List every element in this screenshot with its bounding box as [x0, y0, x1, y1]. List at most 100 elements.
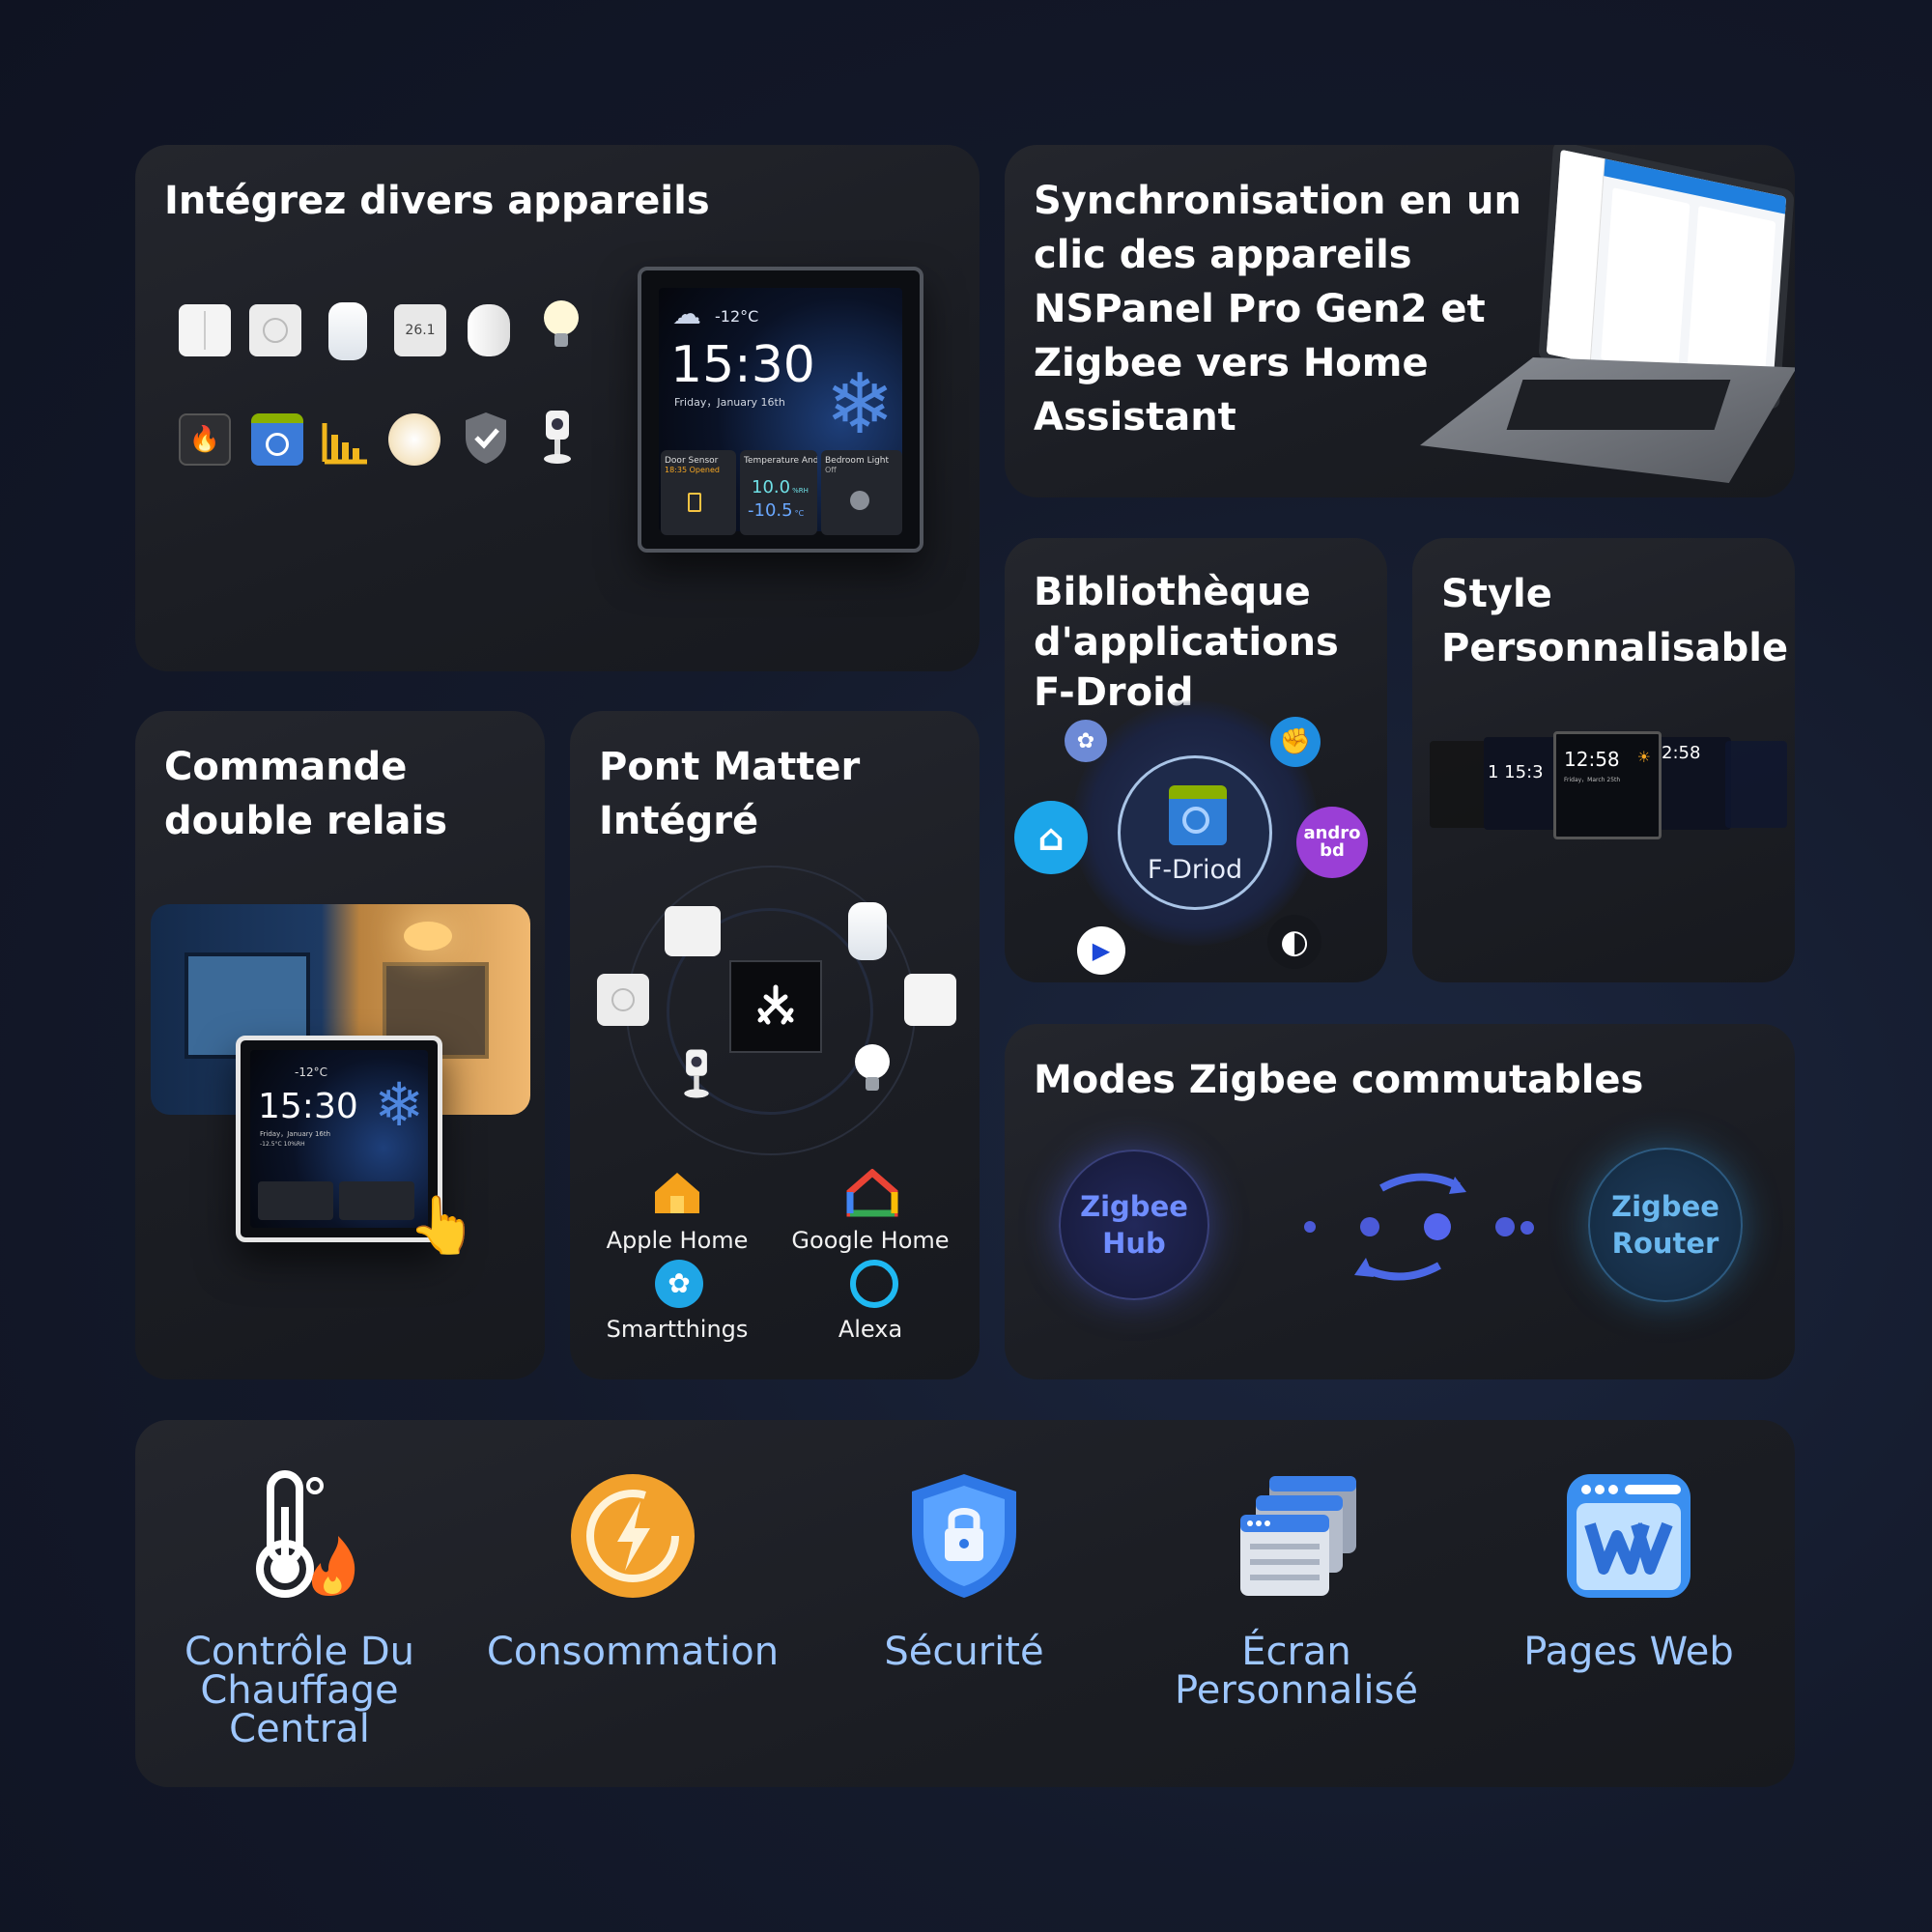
- relay-button-2[interactable]: [339, 1181, 414, 1220]
- play-app-icon[interactable]: ▶: [1077, 926, 1125, 975]
- wall-socket-icon: [249, 304, 301, 356]
- tile-bedroom-light[interactable]: Bedroom Light Off: [821, 450, 902, 535]
- relay-panel-date: Friday，January 16th: [260, 1130, 331, 1138]
- style-center-date: Friday，March 25th: [1564, 777, 1621, 783]
- platform-google-home: Google Home: [791, 1227, 950, 1254]
- pendant-lamp-icon: [404, 922, 452, 951]
- temperature-value: -10.5°C: [748, 500, 805, 521]
- radiator-valve-icon: [328, 302, 367, 360]
- card-custom-style: Style Personnalisable 1 15:3 12:58 Frida…: [1412, 538, 1795, 982]
- home-assistant-icon[interactable]: ⌂: [1014, 801, 1088, 874]
- feature-label: Contrôle Du Chauffage Central: [184, 1630, 415, 1751]
- zigbee-dot-right: [1520, 1221, 1534, 1235]
- light-button-icon: [850, 491, 869, 510]
- sun-icon: ☀: [1636, 748, 1651, 766]
- feature-custom-screen: Écran Personnalisé: [1142, 1468, 1451, 1710]
- fdroid-icon: [251, 413, 303, 466]
- relay-button-1[interactable]: [258, 1181, 333, 1220]
- relay-panel-temperature: -12°C: [295, 1065, 327, 1079]
- wall-switch-icon: [904, 974, 956, 1026]
- tile-door-sensor[interactable]: Door Sensor 18:35 Opened: [661, 450, 736, 535]
- matter-inner-orbit: [667, 908, 873, 1115]
- nspanel-device: ☁ -12°C 15:30 Friday，January 16th ❄ Door…: [638, 267, 923, 553]
- card-title: Commande double relais: [164, 745, 448, 843]
- snowflake-icon: ❄: [374, 1069, 424, 1140]
- radiator-valve-icon: [848, 902, 887, 960]
- card-sync-home-assistant: Synchronisation en un clic des appareils…: [1005, 145, 1795, 497]
- tile-subtitle: 18:35 Opened: [665, 466, 720, 474]
- feature-label: Écran Personnalisé: [1175, 1630, 1418, 1713]
- style-right-time: 2:58: [1662, 743, 1701, 763]
- style-panels-gallery: 1 15:3 12:58 Friday，March 25th ☀ 2:58: [1430, 731, 1787, 847]
- card-title: Intégrez divers appareils: [164, 179, 710, 223]
- bulb-icon: [535, 299, 587, 352]
- tile-title: Door Sensor: [665, 456, 719, 466]
- platform-apple-home: Apple Home: [606, 1227, 749, 1254]
- feature-label: Sécurité: [884, 1630, 1044, 1674]
- laptop-keyboard: [1420, 357, 1795, 483]
- tile-title: Bedroom Light: [825, 456, 890, 466]
- relay-panel-time: 15:30: [258, 1087, 358, 1126]
- feature-security: Sécurité: [810, 1468, 1119, 1671]
- card-integrate-devices: Intégrez divers appareils 26.1 🔥 ☁ -12°C…: [135, 145, 980, 671]
- door-icon: [688, 493, 701, 512]
- switch-arrows-icon: [1275, 1159, 1569, 1294]
- half-circle-app-icon[interactable]: ◐: [1267, 915, 1321, 969]
- bulb-icon: [846, 1043, 898, 1095]
- tile-subtitle: Off: [825, 466, 837, 474]
- camera-icon: [531, 411, 583, 464]
- hand-app-icon[interactable]: ✊: [1270, 717, 1321, 767]
- panel-screen: ☁ -12°C 15:30 Friday，January 16th ❄ Door…: [659, 288, 902, 535]
- hand-pointer-icon: 👆: [408, 1192, 478, 1258]
- card-title: Modes Zigbee commutables: [1034, 1058, 1644, 1102]
- temp-sensor-icon: 26.1: [394, 304, 446, 356]
- laptop-image: [1391, 145, 1795, 497]
- zigbee-hub-mode[interactable]: Zigbee Hub: [1059, 1150, 1209, 1300]
- zigbee-router-mode[interactable]: Zigbee Router: [1588, 1148, 1743, 1302]
- zigbee-hub-label: Zigbee Hub: [1080, 1190, 1188, 1260]
- matter-logo-icon: [757, 984, 794, 1025]
- feature-heating-control: Contrôle Du Chauffage Central: [145, 1468, 454, 1748]
- thermometer-fire-icon: [232, 1468, 367, 1604]
- feature-label: Consommation: [486, 1630, 780, 1674]
- lightning-icon: [565, 1468, 700, 1604]
- platform-smartthings: Smartthings: [606, 1316, 749, 1343]
- fdroid-center-app[interactable]: F-Driod: [1118, 755, 1272, 910]
- panel-time: 15:30: [670, 336, 815, 394]
- card-title: Bibliothèque d'applications F-Droid: [1034, 570, 1339, 715]
- panel-temperature: -12°C: [715, 307, 759, 326]
- relay-panel-device: -12°C 15:30 Friday，January 16th -12.5°C …: [236, 1036, 442, 1242]
- alexa-icon: [850, 1260, 898, 1308]
- wall-socket-icon: [597, 974, 649, 1026]
- card-zigbee-modes: Modes Zigbee commutables Zigbee Hub Zigb…: [1005, 1024, 1795, 1379]
- google-home-icon: [846, 1168, 898, 1217]
- matter-hub: [729, 960, 822, 1053]
- feature-web-pages: Pages Web: [1474, 1468, 1783, 1671]
- apple-home-icon: [651, 1169, 703, 1217]
- wall-switch-icon: [179, 304, 231, 356]
- web-page-icon: [1561, 1468, 1696, 1604]
- androbd-app-icon[interactable]: andro bd: [1296, 807, 1368, 878]
- style-left-time: 1 15:3: [1488, 762, 1544, 782]
- windows-stack-icon: [1229, 1468, 1364, 1604]
- card-dual-relay: Commande double relais -12°C 15:30 Frida…: [135, 711, 545, 1379]
- room-photo: [151, 904, 530, 1115]
- fdroid-icon: [1169, 785, 1227, 845]
- ravioli-app-icon[interactable]: ✿: [1065, 720, 1107, 762]
- card-matter-bridge: Pont Matter Intégré Apple Home Google Ho…: [570, 711, 980, 1379]
- zigbee-bridge-icon: [665, 906, 721, 956]
- feature-consumption: Consommation: [478, 1468, 787, 1671]
- tile-temperature-humidity[interactable]: Temperature And... 10.0%RH -10.5°C: [740, 450, 817, 535]
- camera-icon: [670, 1047, 723, 1099]
- smartthings-icon: ✿: [655, 1260, 703, 1308]
- zigbee-router-label: Zigbee Router: [1611, 1190, 1719, 1260]
- thermostat-icon: 🔥: [179, 413, 231, 466]
- style-center-time: 12:58: [1564, 748, 1620, 771]
- platform-alexa: Alexa: [838, 1316, 903, 1343]
- security-shield-icon: [460, 412, 512, 464]
- card-title: Pont Matter Intégré: [599, 745, 861, 843]
- tile-title: Temperature And...: [744, 456, 817, 466]
- door-sensor-icon: [468, 304, 510, 356]
- relay-panel-weather: -12.5°C 10%RH: [260, 1141, 305, 1148]
- ceiling-light-icon: [388, 413, 440, 466]
